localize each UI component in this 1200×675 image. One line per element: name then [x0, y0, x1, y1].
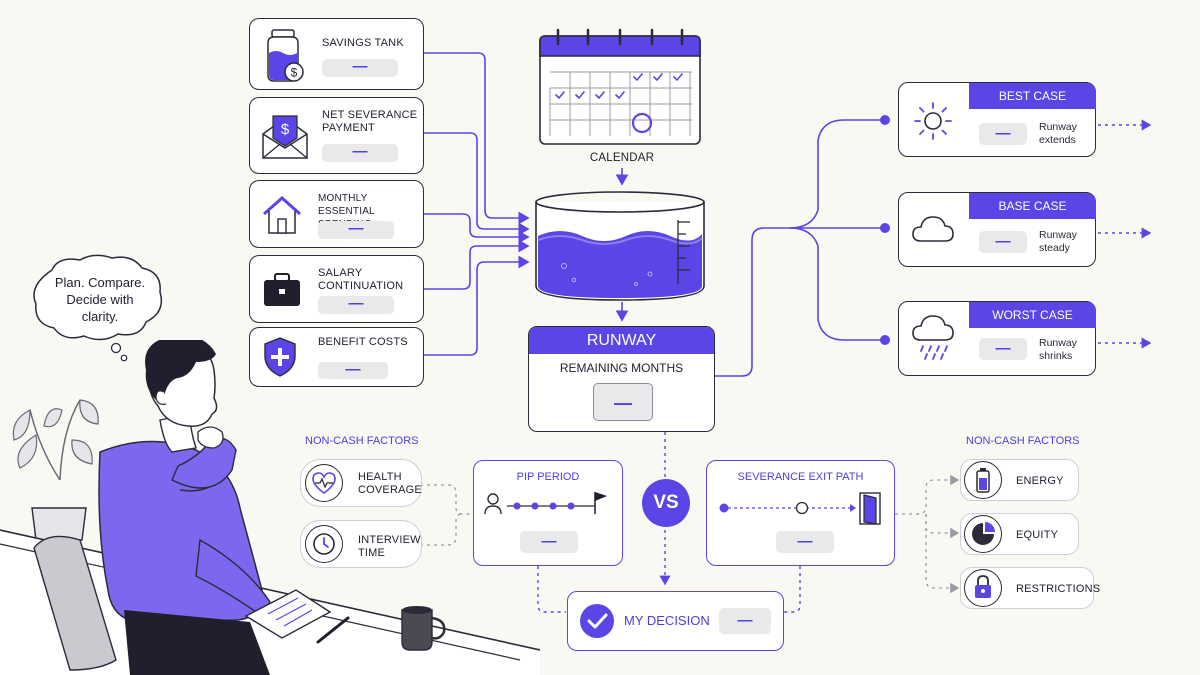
envelope-dollar-icon: $: [262, 115, 308, 159]
pip-value-field[interactable]: —: [520, 531, 578, 553]
scenario-title: WORST CASE: [969, 302, 1096, 328]
check-circle-icon: [580, 604, 614, 638]
noncash-right-title: NON-CASH FACTORS: [966, 435, 1080, 447]
scenario-note: Runway shrinks: [1039, 337, 1077, 362]
input-value-field[interactable]: —: [322, 59, 398, 77]
noncash-label: RESTRICTIONS: [1016, 583, 1101, 595]
noncash-icon-ring: [305, 525, 343, 563]
input-value-field[interactable]: —: [318, 221, 394, 239]
vs-badge: VS: [642, 479, 690, 527]
my-decision-value-field[interactable]: —: [719, 608, 771, 634]
input-label: SAVINGS TANK: [322, 37, 404, 49]
house-icon: [263, 195, 301, 234]
input-value-field[interactable]: —: [322, 144, 398, 162]
severance-path-icon: [719, 492, 881, 525]
scenario-card-base[interactable]: BASE CASE — Runway steady: [898, 192, 1096, 267]
scenario-note: Runway extends: [1039, 121, 1077, 146]
calendar-icon: [539, 28, 701, 145]
noncash-label: ENERGY: [1016, 475, 1064, 487]
input-card-benefit-costs[interactable]: BENEFIT COSTS —: [249, 327, 424, 387]
lock-icon: [975, 575, 991, 598]
input-value-field[interactable]: —: [318, 362, 388, 379]
runway-title: RUNWAY: [529, 327, 714, 354]
thought-bubble: [33, 254, 163, 362]
runway-value-field[interactable]: —: [593, 383, 653, 421]
noncash-label: EQUITY: [1016, 529, 1059, 541]
sun-icon: [914, 102, 952, 140]
heart-pulse-icon: [312, 472, 336, 494]
pip-timeline-icon: [484, 492, 607, 515]
scenario-note: Runway steady: [1039, 229, 1077, 254]
scenario-value-field[interactable]: —: [979, 231, 1027, 253]
input-card-net-severance[interactable]: $ NET SEVERANCE PAYMENT —: [249, 97, 424, 174]
pie-chart-icon: [972, 522, 995, 545]
cloud-icon: [912, 216, 954, 242]
rain-cloud-icon: [912, 315, 954, 360]
input-label: BENEFIT COSTS: [318, 336, 408, 348]
thought-text: Plan. Compare. Decide with clarity.: [54, 275, 146, 324]
noncash-label: HEALTH COVERAGE: [358, 471, 422, 496]
svg-text:$: $: [281, 121, 290, 138]
runway-subtitle: REMAINING MONTHS: [559, 361, 684, 375]
input-card-salary-continuation[interactable]: SALARY CONTINUATION —: [249, 255, 424, 323]
calendar-label: CALENDAR: [589, 152, 655, 164]
runway-card: RUNWAY REMAINING MONTHS —: [528, 326, 715, 432]
noncash-label: INTERVIEW TIME: [358, 534, 421, 559]
battery-icon: [976, 468, 990, 493]
input-card-savings-tank[interactable]: $ SAVINGS TANK —: [249, 18, 424, 90]
scenario-card-best[interactable]: BEST CASE — Runway extends: [898, 82, 1096, 157]
scenario-card-worst[interactable]: WORST CASE — Runway shrinks: [898, 301, 1096, 376]
severance-value-field[interactable]: —: [776, 531, 834, 553]
input-label: NET SEVERANCE PAYMENT: [322, 109, 418, 134]
scenario-value-field[interactable]: —: [979, 338, 1027, 360]
noncash-left-title: NON-CASH FACTORS: [305, 435, 419, 447]
svg-text:$: $: [291, 66, 298, 80]
pip-period-title: PIP PERIOD: [516, 471, 580, 483]
input-card-monthly-spending[interactable]: MONTHLY ESSENTIAL SPENDING —: [249, 180, 424, 248]
input-value-field[interactable]: —: [318, 296, 394, 314]
scenario-title: BASE CASE: [969, 193, 1096, 219]
person-at-desk-illustration: [0, 340, 540, 675]
input-label: SALARY CONTINUATION: [318, 267, 404, 292]
scenario-value-field[interactable]: —: [979, 123, 1027, 145]
savings-jar-icon: $: [267, 29, 304, 82]
shield-plus-icon: [264, 337, 296, 377]
my-decision-title: MY DECISION: [624, 613, 710, 628]
severance-exit-title: SEVERANCE EXIT PATH: [737, 471, 864, 483]
scenario-title: BEST CASE: [969, 83, 1096, 109]
runway-tank-icon: [535, 191, 705, 301]
briefcase-icon: [264, 273, 300, 306]
clock-icon: [313, 533, 335, 555]
